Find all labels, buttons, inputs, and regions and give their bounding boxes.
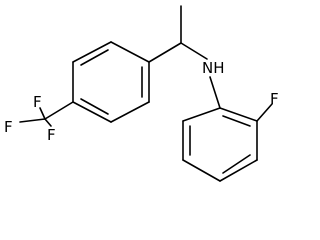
- atom-labels: NH F F F F: [4, 59, 279, 144]
- fluorine-label: F: [33, 93, 42, 111]
- bond-cf3-f-bottom: [44, 118, 52, 127]
- bond-ch-aryl: [148, 42, 182, 63]
- ring1-bond: [110, 41, 150, 63]
- bond-ch-nh: [180, 42, 208, 60]
- fluorine-label: F: [4, 118, 13, 136]
- ring1-bond: [72, 101, 112, 123]
- bond-cf3-f-left: [19, 118, 46, 123]
- ring1-bond: [72, 41, 112, 63]
- bond-nh-aryl: [209, 76, 221, 109]
- nh-label: NH: [202, 59, 225, 77]
- bond-aryl-cf3: [44, 101, 74, 120]
- ring2-bond: [219, 107, 258, 122]
- ring1-double-bond: [80, 98, 109, 115]
- ring2-bond: [182, 107, 221, 122]
- ring2-double-bond: [222, 115, 251, 127]
- bond-cf3-f-top: [39, 107, 46, 120]
- bonds: [19, 5, 273, 182]
- structure-diagram: NH F F F F: [4, 5, 279, 182]
- ring2-bond: [182, 159, 221, 182]
- ring1-double-bond: [80, 49, 109, 66]
- ring1-bond: [110, 101, 150, 123]
- fluorine-label: F: [270, 90, 279, 108]
- fluorine-label: F: [47, 126, 56, 144]
- ring2-bond: [219, 159, 258, 182]
- ring2-double-bond: [222, 154, 251, 174]
- bond-aryl-f: [256, 103, 273, 122]
